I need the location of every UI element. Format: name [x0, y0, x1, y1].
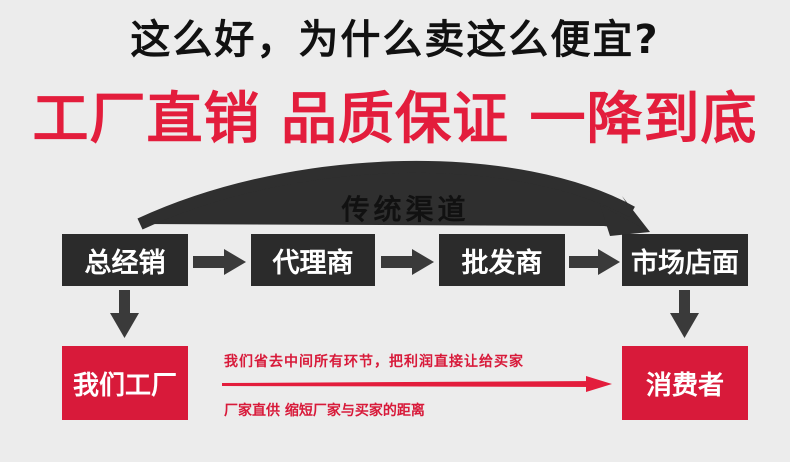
arrow-agent-wholesaler [381, 249, 434, 275]
arrow-distributor-agent [193, 249, 246, 275]
channel-curve-body [137, 160, 635, 230]
note-direct-supply: 厂家直供 缩短厂家与买家的距离 [224, 403, 425, 419]
arrow-store-consumer [670, 290, 699, 338]
box-factory: 我们工厂 [62, 346, 188, 420]
subline: 工厂直销 品质保证 一降到底 [32, 87, 758, 152]
box-store: 市场店面 [622, 234, 748, 286]
channel-label: 传统渠道 [341, 193, 470, 226]
note-savings: 我们省去中间所有环节，把利润直接让给买家 [224, 354, 524, 370]
arrow-distributor-factory [110, 290, 139, 338]
box-agent: 代理商 [251, 234, 375, 286]
box-wholesaler: 批发商 [439, 234, 565, 286]
channel-curve-head [600, 205, 650, 236]
headline: 这么好，为什么卖这么便宜? [130, 17, 660, 63]
box-consumer: 消费者 [622, 346, 748, 420]
direct-arrow [222, 376, 612, 392]
box-distributor: 总经销 [62, 234, 188, 286]
arrow-wholesaler-store [569, 249, 620, 275]
